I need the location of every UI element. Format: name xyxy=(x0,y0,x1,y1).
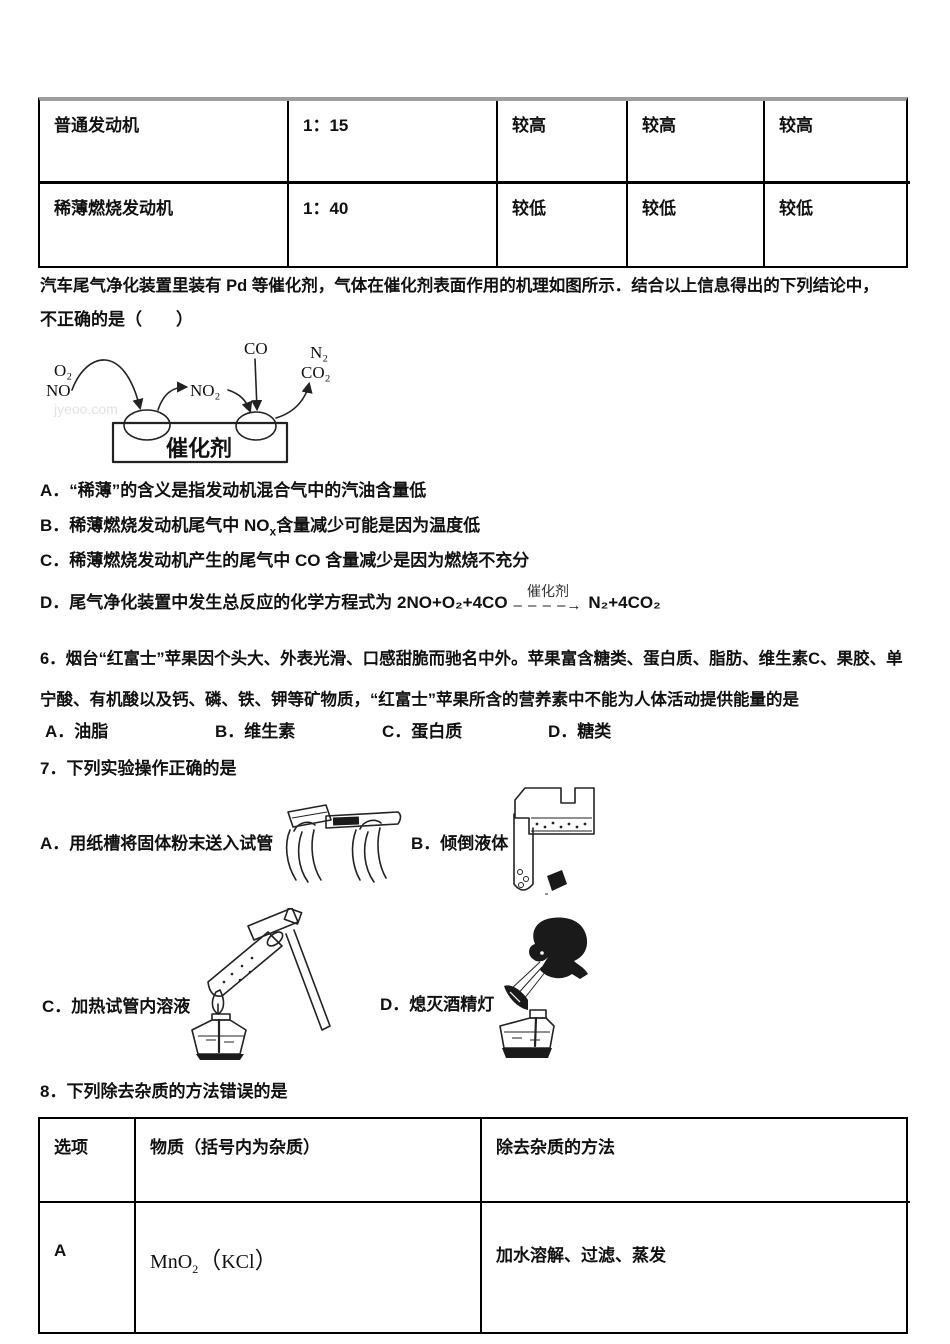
table-cell: 较高 xyxy=(498,101,628,184)
q5-intro-line1: 汽车尾气净化装置里装有 Pd 等催化剂，气体在催化剂表面作用的机理如图所示．结合… xyxy=(40,277,879,295)
arrow-no-o2-to-site1 xyxy=(71,359,144,411)
table-header-method: 除去杂质的方法 xyxy=(482,1119,910,1203)
q6-option-b: B．维生素 xyxy=(215,722,296,741)
adsorption-site-2 xyxy=(235,411,277,441)
table-cell: 1：15 xyxy=(289,101,498,184)
q5-option-d: D．尾气净化装置中发生总反应的化学方程式为 2NO+O₂+4CO 催化剂 – –… xyxy=(40,586,661,616)
adsorption-site-1 xyxy=(123,409,171,441)
equation-rhs: N₂+4CO₂ xyxy=(588,593,661,612)
q7-title: 7．下列实验操作正确的是 xyxy=(40,759,237,778)
pouring-liquid-illustration xyxy=(513,787,595,895)
table-cell: 稀薄燃烧发动机 xyxy=(40,184,289,266)
q5-option-a: A．“稀薄”的含义是指发动机混合气中的汽油含量低 xyxy=(40,481,427,500)
q7-option-d-label: D．熄灭酒精灯 xyxy=(380,995,495,1014)
engine-comparison-table: 普通发动机 1：15 较高 较高 较高 稀薄燃烧发动机 1：40 较低 较低 较… xyxy=(38,97,910,268)
table-cell-option-a: A xyxy=(40,1203,136,1332)
reaction-condition-arrow: 催化剂 – – – –→ xyxy=(513,585,583,614)
no2-label: NO₂ xyxy=(190,381,220,400)
equation-lhs: D．尾气净化装置中发生总反应的化学方程式为 2NO+O₂+4CO xyxy=(40,593,508,612)
n2-label: N₂ xyxy=(310,343,328,362)
arrow-no2-to-site2 xyxy=(227,389,253,414)
paper-trough-illustration xyxy=(285,804,402,883)
q7-option-b-label: B．倾倒液体 xyxy=(411,834,509,853)
q7-option-c-label: C．加热试管内溶液 xyxy=(42,997,191,1016)
catalyst-box xyxy=(111,421,289,464)
table-header-option: 选项 xyxy=(40,1119,136,1203)
arrow-site1-to-no2 xyxy=(157,381,189,411)
table-cell: 普通发动机 xyxy=(40,101,289,184)
co2-label: CO₂ xyxy=(301,363,331,382)
impurity-removal-table: 选项 物质（括号内为杂质） 除去杂质的方法 A MnO2（KCl） 加水溶解、过… xyxy=(38,1117,910,1334)
q6-text-line1: 6．烟台“红富士”苹果因个头大、外表光滑、口感甜脆而驰名中外。苹果富含糖类、蛋白… xyxy=(40,650,903,668)
co-label: CO xyxy=(244,339,268,358)
q6-option-a: A．油脂 xyxy=(45,722,109,741)
q8-title: 8．下列除去杂质的方法错误的是 xyxy=(40,1082,288,1101)
watermark-text: jyeoo.com xyxy=(53,401,118,417)
table-cell: 较低 xyxy=(498,184,628,266)
catalyst-mechanism-diagram: jyeoo.com 催化剂 O₂ NO NO₂ CO N₂ CO₂ xyxy=(46,339,331,464)
heating-test-tube-illustration xyxy=(191,908,331,1060)
q5-option-b: B．稀薄燃烧发动机尾气中 NOx含量减少可能是因为温度低 xyxy=(40,516,481,539)
o2-label: O₂ xyxy=(54,361,72,380)
table-cell: 1：40 xyxy=(289,184,498,266)
arrow-co-to-site2 xyxy=(251,358,263,412)
table-cell-method-a: 加水溶解、过滤、蒸发 xyxy=(496,1246,666,1265)
table-cell: 较低 xyxy=(779,199,813,218)
q5-intro-line2: 不正确的是（ ） xyxy=(40,310,193,329)
table-cell: 较高 xyxy=(765,101,910,184)
dashed-arrow: – – – –→ xyxy=(513,597,583,614)
q6-option-c: C．蛋白质 xyxy=(382,722,463,741)
table-cell: 较高 xyxy=(628,101,765,184)
q6-text-line2: 宁酸、有机酸以及钙、磷、铁、钾等矿物质，“红富士”苹果所含的营养素中不能为人体活… xyxy=(40,691,799,709)
q5-option-c: C．稀薄燃烧发动机产生的尾气中 CO 含量减少是因为燃烧不充分 xyxy=(40,551,530,570)
formula-mno2: MnO2 xyxy=(150,1251,199,1276)
table-cell: 较低 xyxy=(628,184,765,266)
nox-subscript: x xyxy=(269,524,277,539)
arrow-site2-to-products xyxy=(275,381,313,419)
q7-option-a-label: A．用纸槽将固体粉末送入试管 xyxy=(40,834,274,853)
catalyst-condition-label: 催化剂 xyxy=(526,585,569,600)
table-cell-substance-a: MnO2（KCl） xyxy=(136,1203,482,1332)
q6-option-d: D．糖类 xyxy=(548,722,612,741)
catalyst-box-label: 催化剂 xyxy=(166,436,232,461)
no-label: NO xyxy=(46,381,71,400)
blow-out-lamp-illustration xyxy=(499,917,588,1058)
table-header-substance: 物质（括号内为杂质） xyxy=(136,1119,482,1203)
formula-kcl: KCl xyxy=(221,1251,255,1273)
